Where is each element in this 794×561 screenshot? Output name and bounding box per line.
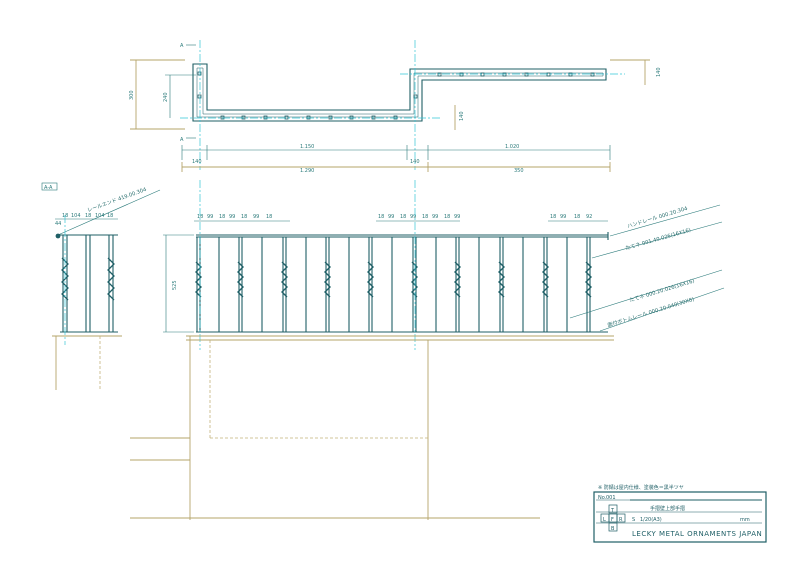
plan-dim-row1: 140 1.150 140 1.020 bbox=[181, 144, 611, 165]
svg-text:99: 99 bbox=[207, 214, 213, 220]
svg-text:99: 99 bbox=[454, 214, 460, 220]
svg-text:T: T bbox=[610, 508, 615, 514]
svg-text:104: 104 bbox=[95, 213, 105, 219]
plan-dim-1150: 1.150 bbox=[300, 144, 314, 150]
rail-end-cap bbox=[55, 233, 61, 239]
svg-text:18: 18 bbox=[107, 213, 113, 219]
section-mark-top: A bbox=[180, 43, 184, 49]
callout-baluster-1: たてネ 001.40.026(16X16) bbox=[625, 227, 692, 252]
callout-leader-2 bbox=[591, 221, 723, 259]
rail-end-note: レールエンド 419.00.304 bbox=[86, 186, 148, 214]
company-name: LECKY METAL ORNAMENTS JAPAN bbox=[632, 530, 762, 538]
svg-text:104: 104 bbox=[71, 213, 81, 219]
plan-dim-240: 240 bbox=[163, 92, 169, 102]
svg-text:18: 18 bbox=[400, 214, 406, 220]
plan-dim-midright-140: 140 bbox=[459, 111, 465, 121]
unit: mm bbox=[740, 517, 750, 523]
plan-dim-140b: 140 bbox=[410, 159, 420, 165]
svg-text:99: 99 bbox=[432, 214, 438, 220]
elevation-wall bbox=[130, 335, 614, 520]
svg-text:18: 18 bbox=[444, 214, 450, 220]
svg-text:99: 99 bbox=[410, 214, 416, 220]
plan-dim-1290: 1.290 bbox=[300, 168, 314, 174]
svg-text:F: F bbox=[611, 517, 614, 523]
svg-text:18: 18 bbox=[85, 213, 91, 219]
rail-end-leader bbox=[57, 189, 161, 236]
section-twist-2 bbox=[107, 257, 115, 301]
svg-text:92: 92 bbox=[586, 214, 592, 220]
elevation-view: 18 99 18 99 18 99 18 18 99 18 99 18 99 1… bbox=[130, 180, 725, 520]
svg-text:18: 18 bbox=[378, 214, 384, 220]
title-block-frame bbox=[593, 491, 767, 543]
svg-text:18: 18 bbox=[219, 214, 225, 220]
plan-dim-right-140: 140 bbox=[656, 67, 662, 77]
title-block: ※ 防錆は屋内仕様、塗装色＝黒半ツヤ No. 001 手摺壁上部手摺 S 1/2… bbox=[593, 484, 767, 543]
callout-leader-3 bbox=[569, 269, 723, 319]
svg-text:99: 99 bbox=[560, 214, 566, 220]
svg-text:B: B bbox=[611, 526, 615, 532]
section-label-box bbox=[41, 182, 58, 191]
elevation-height: 525 bbox=[172, 280, 178, 290]
svg-text:99: 99 bbox=[229, 214, 235, 220]
callout-handrail: ハンドレール 000.20.304 bbox=[627, 206, 689, 230]
plan-rail-inner bbox=[196, 67, 604, 118]
elevation-spacing-dims: 18 99 18 99 18 99 18 18 99 18 99 18 99 1… bbox=[194, 214, 608, 222]
scale-label: S bbox=[632, 517, 635, 523]
drawing-name: 手摺壁上部手摺 bbox=[650, 505, 685, 512]
section-spacing-dims: 18 104 18 104 18 44 bbox=[55, 213, 118, 227]
svg-text:99: 99 bbox=[253, 214, 259, 220]
title-note: ※ 防錆は屋内仕様、塗装色＝黒半ツヤ bbox=[598, 484, 684, 491]
callout-leader-4 bbox=[599, 287, 725, 332]
plan-balusters bbox=[197, 71, 595, 120]
svg-text:18: 18 bbox=[266, 214, 272, 220]
view-boxes bbox=[600, 504, 626, 532]
plan-dim-300: 300 bbox=[129, 90, 135, 100]
svg-text:18: 18 bbox=[241, 214, 247, 220]
svg-text:R: R bbox=[619, 517, 623, 523]
svg-text:18: 18 bbox=[550, 214, 556, 220]
plan-dim-1020: 1.020 bbox=[505, 144, 519, 150]
svg-text:99: 99 bbox=[388, 214, 394, 220]
svg-text:44: 44 bbox=[55, 221, 61, 227]
section-mark-bottom: A bbox=[180, 137, 184, 143]
callout-bottom-rail: 面付ボトムレール 000.20.040(30X8) bbox=[606, 295, 695, 329]
plan-dim-140a: 140 bbox=[192, 159, 202, 165]
scale-value: 1/20(A3) bbox=[640, 517, 662, 523]
elevation-balusters bbox=[196, 237, 591, 332]
elevation-twists bbox=[195, 261, 592, 298]
section-aa-view: A-A レールエンド 419.00.304 18 104 18 104 18 4… bbox=[41, 182, 161, 390]
callout-leader-1 bbox=[609, 204, 721, 237]
plan-dim-row2: 1.290 350 bbox=[181, 162, 611, 174]
drawing-no-label: No. bbox=[598, 495, 607, 501]
plan-view: A A 300 240 140 140 140 1.150 140 1.020 bbox=[129, 40, 662, 174]
svg-text:18: 18 bbox=[574, 214, 580, 220]
drawing-no: 001 bbox=[606, 495, 616, 501]
svg-text:L: L bbox=[603, 517, 606, 523]
plan-dim-350: 350 bbox=[514, 168, 524, 174]
svg-text:18: 18 bbox=[422, 214, 428, 220]
plan-rail-outline bbox=[192, 63, 607, 122]
svg-text:18: 18 bbox=[197, 214, 203, 220]
section-label: A-A bbox=[44, 185, 53, 191]
